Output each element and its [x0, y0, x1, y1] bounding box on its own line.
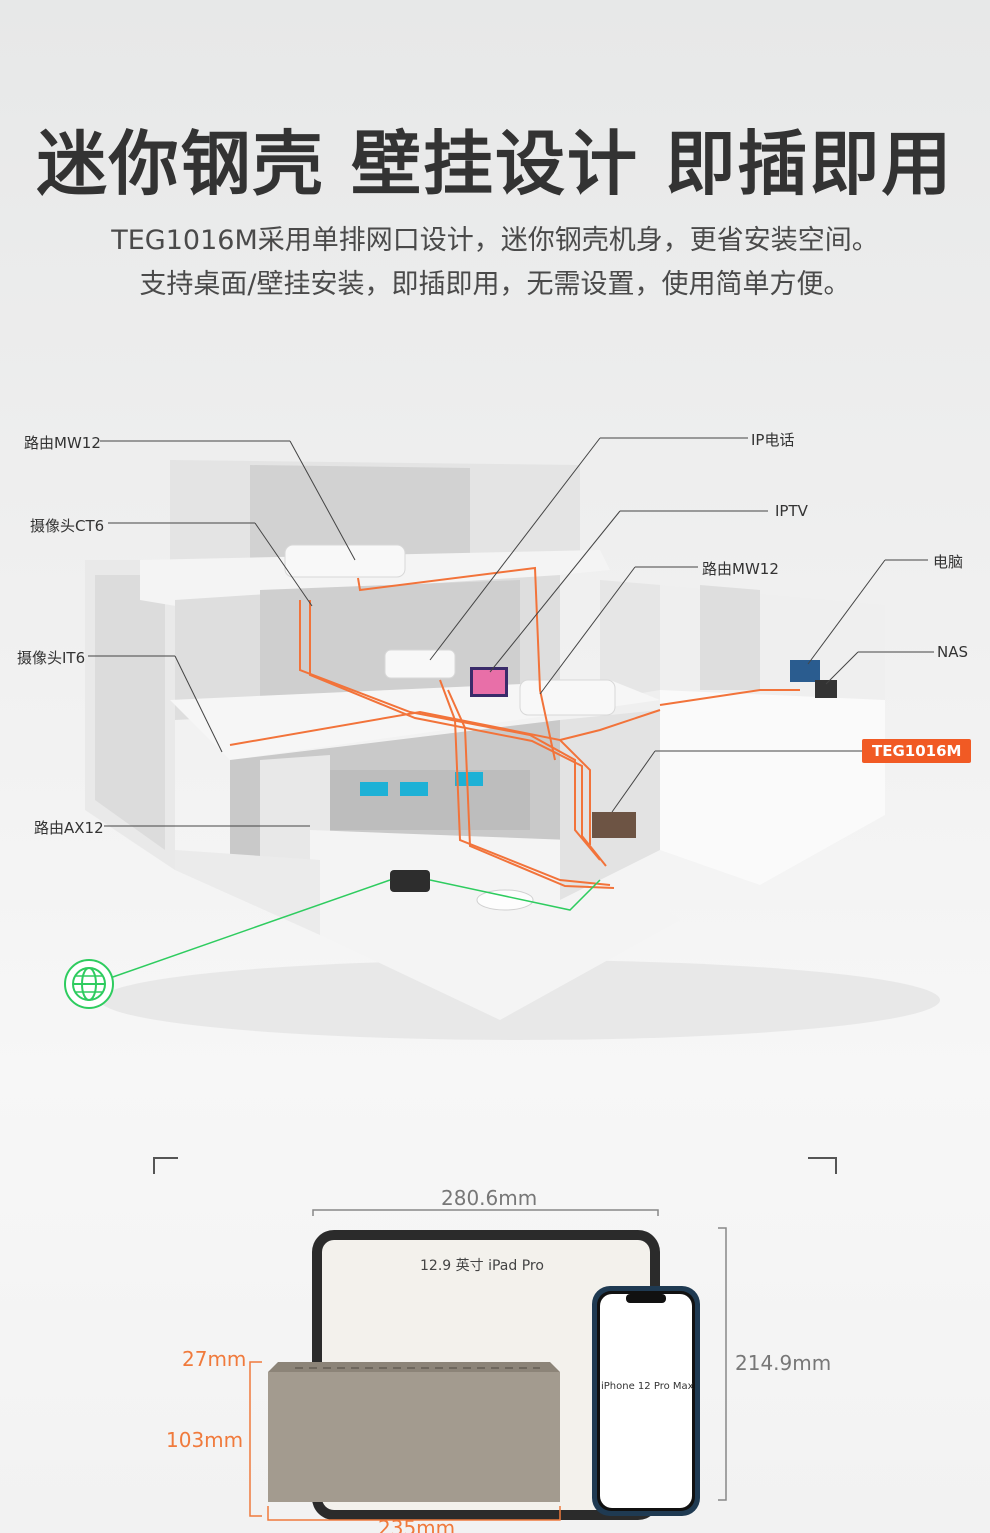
switch-height-label: 103mm	[166, 1428, 244, 1452]
iphone-label: iPhone 12 Pro Max	[601, 1381, 694, 1392]
label-iptv: IPTV	[775, 502, 808, 520]
label-router-ax12: 路由AX12	[34, 819, 104, 837]
label-router-mw12-left: 路由MW12	[24, 434, 101, 452]
page-title: 迷你钢壳 壁挂设计 即插即用	[36, 123, 954, 205]
globe-icon	[64, 959, 114, 1009]
switch-depth-label: 27mm	[182, 1347, 247, 1371]
ipad-label: 12.9 英寸 iPad Pro	[420, 1258, 544, 1274]
subtitle-line-2: 支持桌面/壁挂安装，即插即用，无需设置，使用简单方便。	[139, 269, 851, 300]
label-router-mw12-right: 路由MW12	[702, 560, 779, 578]
subtitle-line-1: TEG1016M采用单排网口设计，迷你钢壳机身，更省安装空间。	[111, 225, 879, 256]
switch-badge: TEG1016M	[862, 739, 972, 763]
ipad-width-label: 280.6mm	[441, 1186, 538, 1210]
network-diagram	[64, 437, 940, 1040]
label-camera-ct6: 摄像头CT6	[30, 517, 105, 535]
label-camera-it6: 摄像头IT6	[17, 649, 86, 667]
switch-width-label: 235mm	[378, 1516, 456, 1533]
label-ip-phone: IP电话	[751, 431, 795, 449]
label-pc: 电脑	[933, 553, 964, 571]
ipad-height-label: 214.9mm	[735, 1351, 832, 1375]
label-nas: NAS	[937, 643, 969, 661]
size-comparison	[153, 1157, 837, 1521]
